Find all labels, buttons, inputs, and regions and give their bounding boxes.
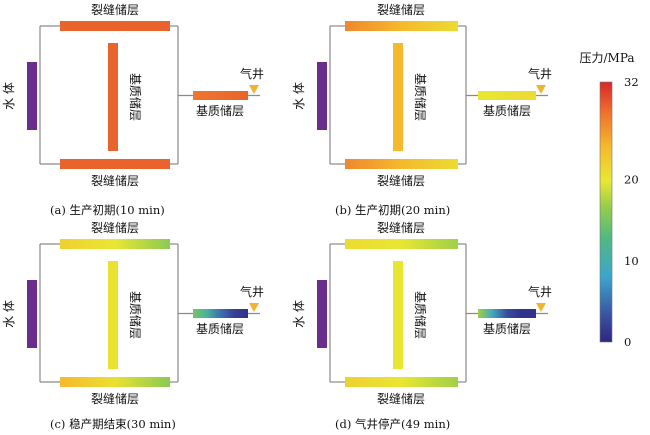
center-matrix-label: 基质储层 [128,291,143,339]
water-body [27,62,37,130]
well-marker-icon [536,303,546,312]
outlet-matrix-label: 基质储层 [483,103,531,118]
outlet-matrix-label: 基质储层 [483,321,531,336]
center-matrix-bar [393,43,403,151]
colorbar-tick-label: 10 [624,254,639,268]
panel-c: 水 体 裂缝储层 基质储层 裂缝储层 基质储层 气井 (c) 稳产期结束(30 … [2,220,264,431]
center-matrix-bar [393,261,403,369]
colorbar-tick-label: 0 [624,335,631,349]
well-marker-icon [249,303,259,312]
outlet-matrix-bar [478,309,536,318]
outlet-matrix-label: 基质储层 [196,103,244,118]
top-fracture-label: 裂缝储层 [377,2,425,17]
center-matrix-label: 基质储层 [128,73,143,121]
well-marker-icon [536,85,546,94]
water-body [317,280,327,348]
water-body [27,280,37,348]
well-label: 气井 [240,66,264,81]
bottom-fracture-bar [60,377,170,387]
outlet-matrix-label: 基质储层 [196,321,244,336]
panel-d: 水 体 裂缝储层 基质储层 裂缝储层 基质储层 气井 (d) 气井停产(49 m… [292,220,552,431]
panel-caption: (c) 稳产期结束(30 min) [50,417,176,431]
colorbar-tick-label: 20 [624,173,639,187]
top-fracture-label: 裂缝储层 [91,2,139,17]
top-fracture-label: 裂缝储层 [377,220,425,235]
pressure-colorbar: 压力/MPa 32 20 10 0 [579,51,638,349]
water-label: 水 体 [2,82,16,110]
panel-caption: (a) 生产初期(10 min) [50,203,165,217]
bottom-fracture-label: 裂缝储层 [377,173,425,188]
colorbar-ticks: 32 20 10 0 [624,75,639,349]
colorbar-tick-label: 32 [624,75,639,89]
top-fracture-label: 裂缝储层 [91,220,139,235]
top-fracture-bar [345,21,458,31]
panel-a: 水 体 裂缝储层 基质储层 裂缝储层 基质储层 气井 (a) 生产初期(10 m… [2,2,264,217]
outlet-matrix-bar [478,91,536,100]
panel-caption: (b) 生产初期(20 min) [335,203,450,217]
bottom-fracture-label: 裂缝储层 [91,391,139,406]
bottom-fracture-label: 裂缝储层 [377,391,425,406]
panel-b: 水 体 裂缝储层 基质储层 裂缝储层 基质储层 气井 (b) 生产初期(20 m… [292,2,552,217]
outlet-matrix-bar [193,91,248,100]
well-label: 气井 [528,66,552,81]
top-fracture-bar [345,239,458,249]
outlet-matrix-bar [193,309,248,318]
bottom-fracture-label: 裂缝储层 [91,173,139,188]
well-marker-icon [249,85,259,94]
bottom-fracture-bar [60,159,170,169]
well-label: 气井 [528,284,552,299]
center-matrix-label: 基质储层 [413,291,428,339]
water-label: 水 体 [292,82,306,110]
top-fracture-bar [60,239,170,249]
water-label: 水 体 [2,300,16,328]
water-body [317,62,327,130]
center-matrix-bar [108,43,118,151]
center-matrix-label: 基质储层 [413,73,428,121]
well-label: 气井 [240,284,264,299]
bottom-fracture-bar [345,159,458,169]
water-label: 水 体 [292,300,306,328]
panel-caption: (d) 气井停产(49 min) [335,417,450,431]
bottom-fracture-bar [345,377,458,387]
colorbar-title: 压力/MPa [579,51,634,65]
colorbar-gradient [599,81,613,343]
top-fracture-bar [60,21,170,31]
center-matrix-bar [108,261,118,369]
